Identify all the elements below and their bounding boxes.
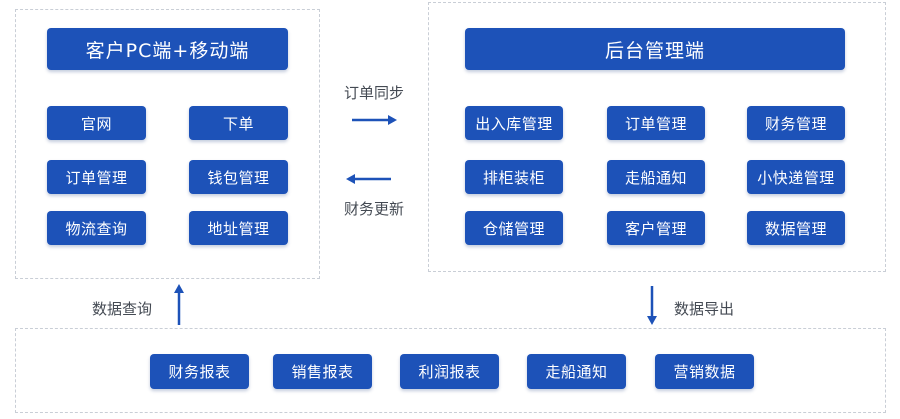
order-sync-label: 订单同步 xyxy=(344,84,405,102)
arrow-up-icon xyxy=(174,284,184,325)
finance-update-label: 财务更新 xyxy=(344,200,405,218)
report-item-marketing-data[interactable]: 营销数据 xyxy=(655,354,754,389)
client-item-address-management[interactable]: 地址管理 xyxy=(189,211,288,245)
admin-item-order-management[interactable]: 订单管理 xyxy=(607,106,705,140)
client-item-place-order[interactable]: 下单 xyxy=(189,106,288,140)
client-item-order-management[interactable]: 订单管理 xyxy=(47,160,146,194)
admin-item-small-parcel-management[interactable]: 小快递管理 xyxy=(747,160,845,194)
report-item-finance-report[interactable]: 财务报表 xyxy=(150,354,249,389)
admin-panel-title[interactable]: 后台管理端 xyxy=(465,28,845,70)
report-item-profit-report[interactable]: 利润报表 xyxy=(400,354,499,389)
admin-item-finance-management[interactable]: 财务管理 xyxy=(747,106,845,140)
client-item-logistics-query[interactable]: 物流查询 xyxy=(47,211,146,245)
report-item-sales-report[interactable]: 销售报表 xyxy=(273,354,372,389)
admin-item-shipping-notice[interactable]: 走船通知 xyxy=(607,160,705,194)
client-item-website[interactable]: 官网 xyxy=(47,106,146,140)
arrow-down-icon xyxy=(647,286,657,325)
admin-item-container-loading[interactable]: 排柜装柜 xyxy=(465,160,563,194)
arrow-right-icon xyxy=(352,115,397,125)
client-item-wallet-management[interactable]: 钱包管理 xyxy=(189,160,288,194)
data-query-label: 数据查询 xyxy=(92,300,153,318)
admin-item-data-management[interactable]: 数据管理 xyxy=(747,211,845,245)
arrow-left-icon xyxy=(346,174,391,184)
report-item-shipping-notice[interactable]: 走船通知 xyxy=(527,354,626,389)
data-export-label: 数据导出 xyxy=(674,300,735,318)
client-panel-title[interactable]: 客户PC端+移动端 xyxy=(47,28,288,70)
admin-item-customer-management[interactable]: 客户管理 xyxy=(607,211,705,245)
admin-item-warehouse-inout[interactable]: 出入库管理 xyxy=(465,106,563,140)
admin-item-storage-management[interactable]: 仓储管理 xyxy=(465,211,563,245)
